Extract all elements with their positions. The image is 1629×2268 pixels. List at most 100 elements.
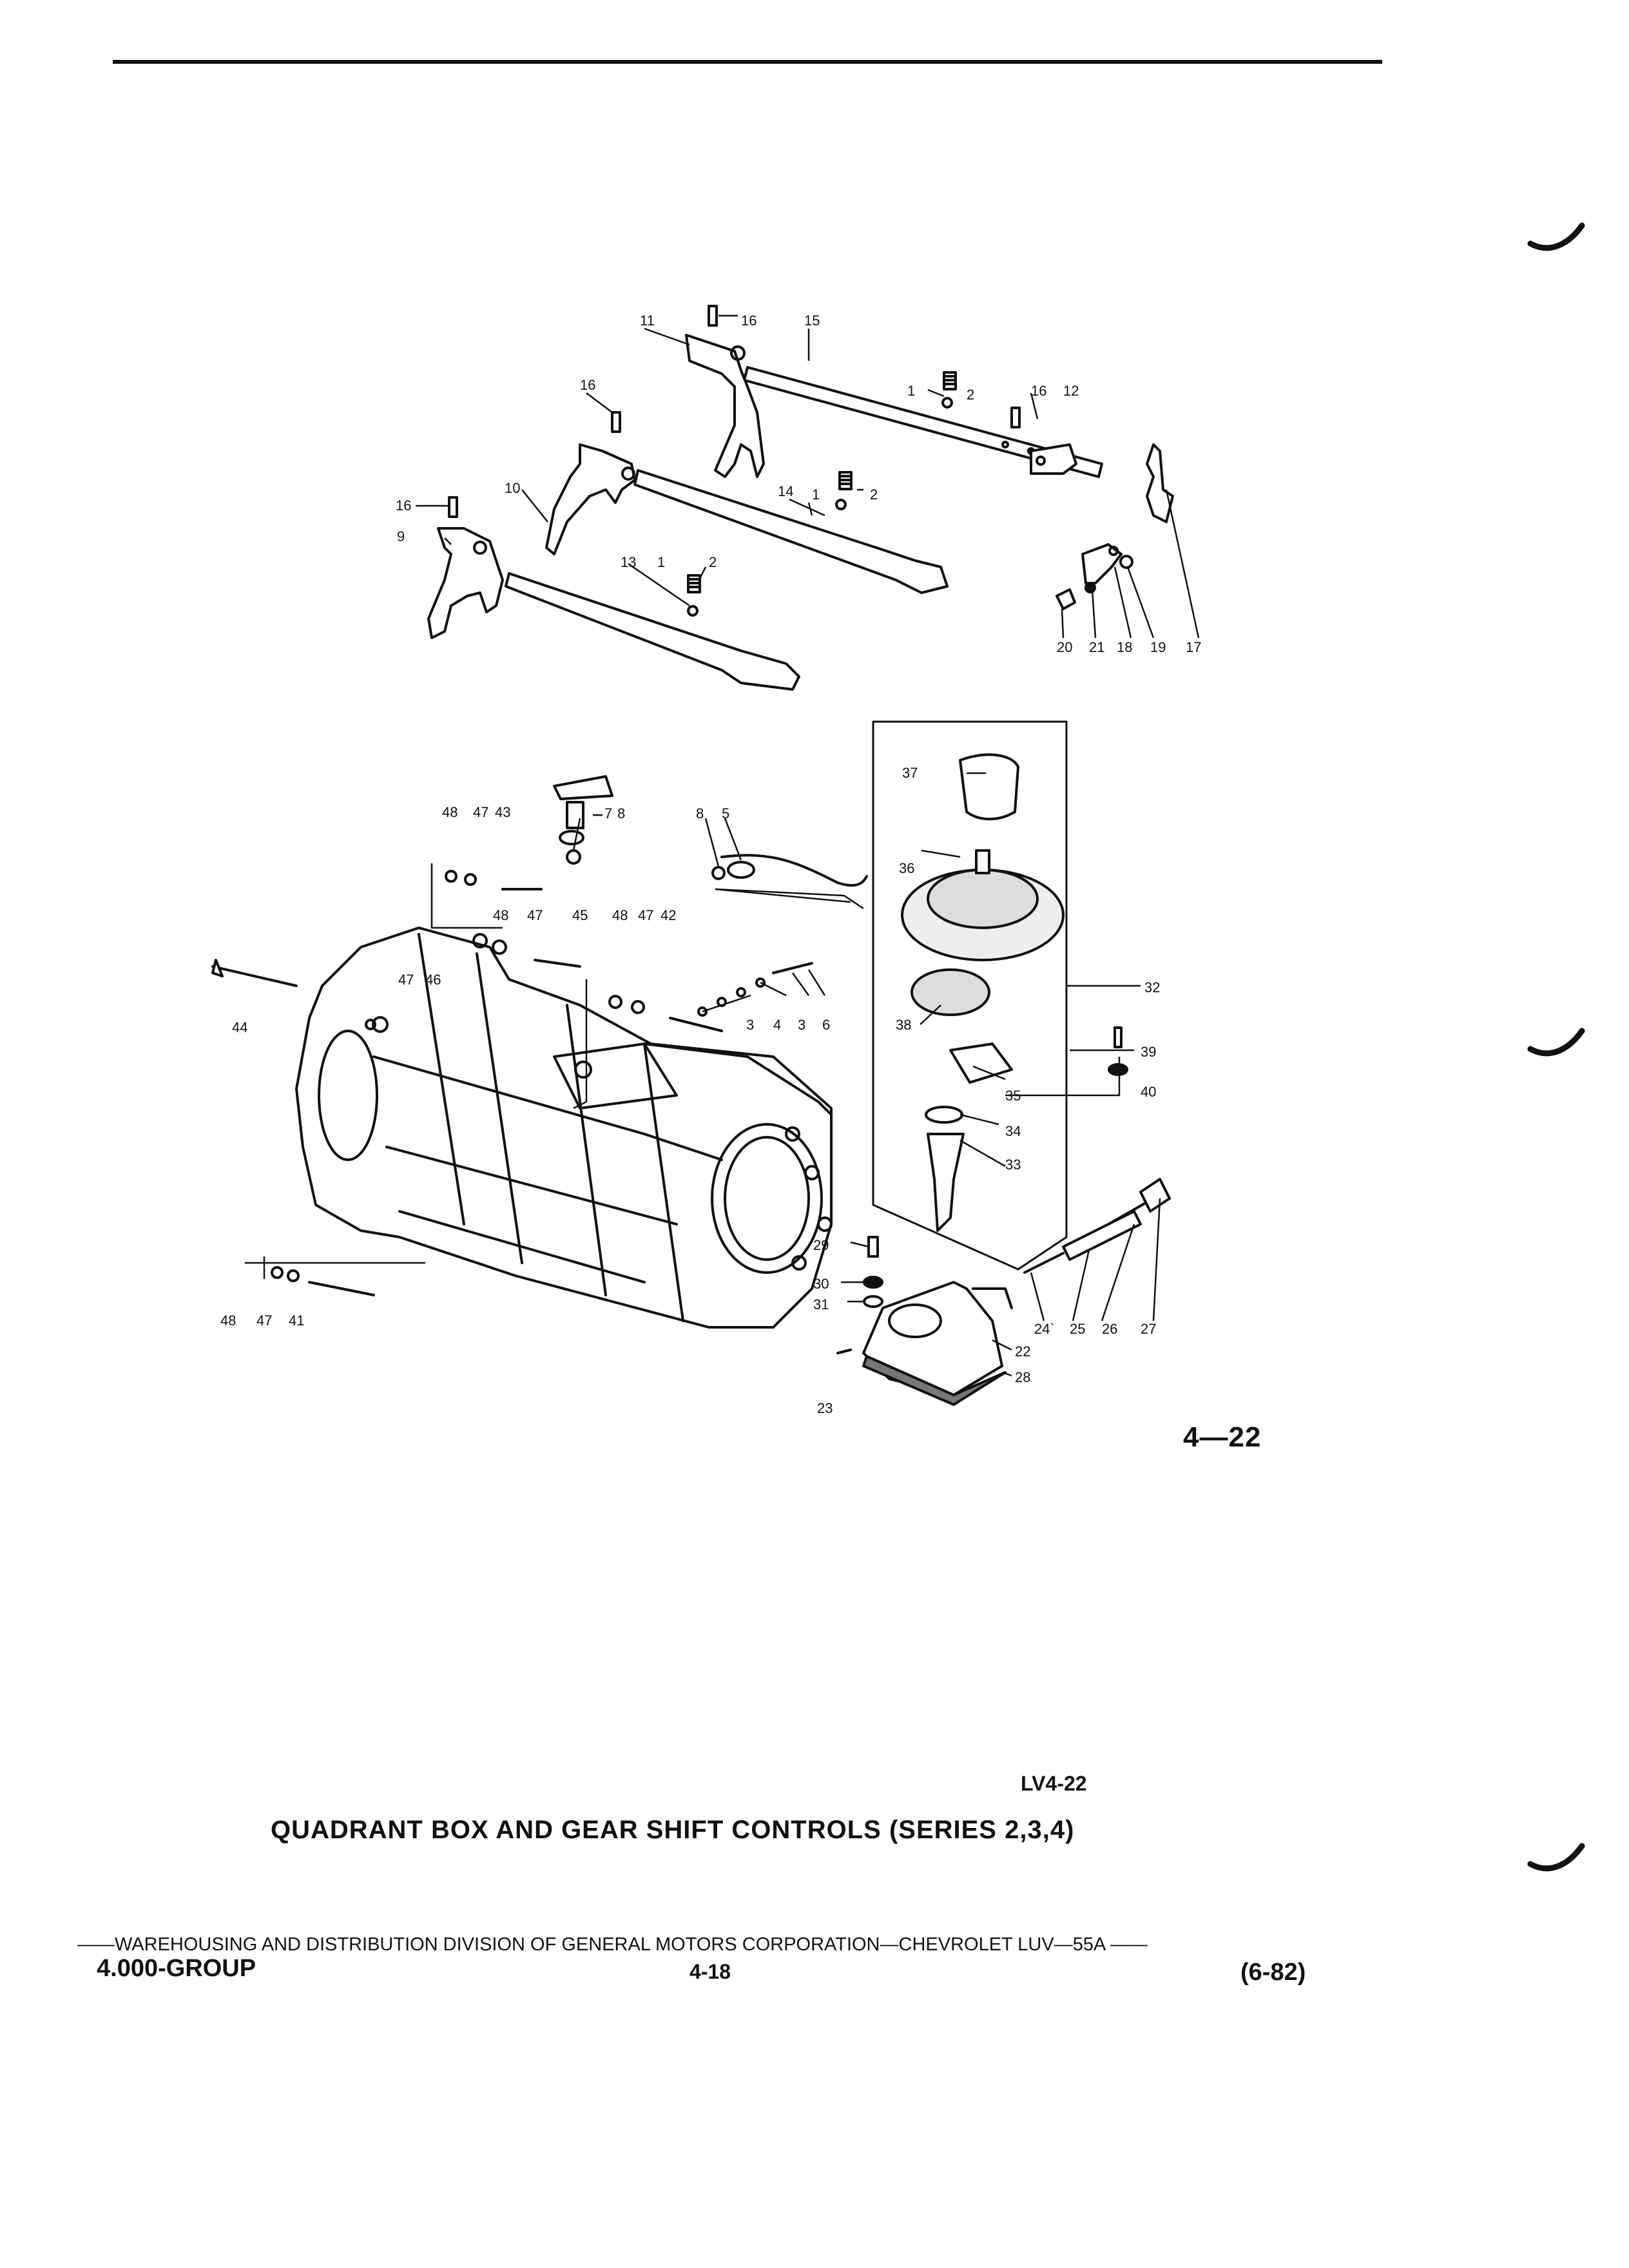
- callout-33: 33: [1005, 1157, 1021, 1173]
- callout-43: 43: [495, 804, 510, 820]
- gasket-28: [862, 1355, 1007, 1406]
- callout-48c: 48: [612, 907, 628, 923]
- callout-36: 36: [899, 860, 914, 876]
- shift-rod-15: [743, 366, 1103, 478]
- callout-47d: 47: [256, 1312, 272, 1329]
- callout-9: 9: [397, 528, 405, 544]
- callout-38: 38: [896, 1017, 911, 1033]
- washer-19: [1119, 555, 1133, 569]
- callout-48a: 48: [442, 804, 458, 820]
- shift-rod-14: [633, 469, 949, 594]
- ball-1b: [835, 499, 847, 510]
- callout-29: 29: [813, 1237, 829, 1253]
- callout-27: 27: [1141, 1321, 1156, 1337]
- shift-rod-13: [505, 572, 800, 691]
- callout-31: 31: [813, 1296, 829, 1312]
- callout-1a: 1: [907, 383, 915, 399]
- callout-22: 22: [1015, 1343, 1030, 1360]
- header-rule: [113, 60, 1382, 64]
- footer-group: 4.000-GROUP: [97, 1955, 256, 1982]
- exploded-parts-diagram: 11 16 15 1 2 16 12 16 10 16 14 1 2 9 13 …: [211, 305, 1201, 1416]
- callout-26: 26: [1102, 1321, 1117, 1337]
- lever-17: [1146, 443, 1174, 523]
- callout-6: 6: [822, 1017, 830, 1033]
- washer-47a: [464, 873, 477, 886]
- washer-47e: [365, 1019, 376, 1030]
- callout-4: 4: [773, 1017, 781, 1033]
- callout-10: 10: [505, 480, 520, 496]
- callout-47c: 47: [638, 907, 653, 923]
- washer-8a: [566, 849, 581, 865]
- figure-caption: QUADRANT BOX AND GEAR SHIFT CONTROLS (SE…: [271, 1816, 1075, 1844]
- switch-5: [720, 854, 868, 887]
- pins-3-4-6: [697, 962, 813, 1017]
- link-18: [1081, 543, 1123, 584]
- callout-8b: 8: [696, 805, 704, 822]
- washer-8b: [711, 866, 726, 880]
- callout-23: 23: [817, 1400, 833, 1416]
- figure-number: 4—22: [1183, 1421, 1262, 1453]
- callout-14: 14: [778, 483, 793, 499]
- spring-2a: [943, 371, 957, 390]
- callout-47a: 47: [473, 804, 488, 820]
- callout-13: 13: [621, 554, 636, 570]
- washer-30: [863, 1276, 883, 1289]
- bolt-44: [211, 965, 298, 987]
- switch-7: [553, 775, 613, 845]
- callout-45: 45: [572, 907, 588, 923]
- callout-25: 25: [1070, 1321, 1085, 1337]
- callout-5: 5: [722, 805, 729, 822]
- callout-2b: 2: [870, 486, 878, 503]
- pin-16b: [611, 411, 621, 433]
- callout-40: 40: [1141, 1084, 1156, 1100]
- pin-16d: [448, 496, 458, 518]
- binder-mark-middle: [1527, 1028, 1585, 1057]
- callout-8a: 8: [617, 805, 625, 822]
- callout-47b: 47: [527, 907, 543, 923]
- ball-1c: [687, 605, 699, 617]
- callout-3a: 3: [746, 1017, 754, 1033]
- shift-fork-10: [545, 443, 636, 555]
- boot-38: [911, 968, 990, 1016]
- callout-48b: 48: [493, 907, 508, 923]
- bolt-20: [1055, 588, 1076, 610]
- callout-12: 12: [1063, 383, 1079, 399]
- nut-46: [372, 1016, 389, 1033]
- callout-18: 18: [1117, 639, 1132, 655]
- binder-mark-top: [1527, 222, 1585, 251]
- shift-fork-11: [685, 334, 765, 478]
- callout-16a: 16: [741, 312, 757, 329]
- callout-15: 15: [804, 312, 820, 329]
- washer-48d: [271, 1266, 284, 1279]
- rod-end-12: [1030, 443, 1077, 475]
- binder-mark-bottom: [1527, 1843, 1585, 1872]
- footer-page-number: 4-18: [689, 1960, 731, 1983]
- spring-25: [1062, 1210, 1142, 1261]
- callout-41: 41: [289, 1312, 304, 1329]
- washer-47c: [631, 1000, 645, 1014]
- bolt-29: [867, 1236, 879, 1258]
- plug-27: [1139, 1178, 1171, 1213]
- washer-21: [1084, 582, 1096, 593]
- callout-21: 21: [1089, 639, 1104, 655]
- callout-11: 11: [640, 312, 655, 329]
- callout-19: 19: [1150, 639, 1166, 655]
- washer-48b: [472, 933, 488, 948]
- washer-31: [863, 1295, 883, 1308]
- callout-1c: 1: [657, 554, 665, 570]
- callout-7: 7: [604, 805, 612, 822]
- washer-48a: [445, 870, 458, 883]
- callout-24: 24`: [1034, 1321, 1055, 1337]
- shift-knob-37: [959, 753, 1019, 821]
- bolt-41: [308, 1281, 375, 1296]
- callout-35: 35: [1005, 1088, 1021, 1104]
- washer-40: [1108, 1063, 1128, 1076]
- bolt-45: [534, 959, 581, 968]
- callout-32: 32: [1144, 979, 1160, 995]
- washer-48c: [608, 995, 622, 1009]
- footer-date: (6-82): [1240, 1959, 1306, 1986]
- callout-2c: 2: [709, 554, 717, 570]
- bolt-39: [1113, 1026, 1123, 1048]
- pin-16c: [1010, 407, 1021, 428]
- callout-47e: 47: [398, 972, 414, 988]
